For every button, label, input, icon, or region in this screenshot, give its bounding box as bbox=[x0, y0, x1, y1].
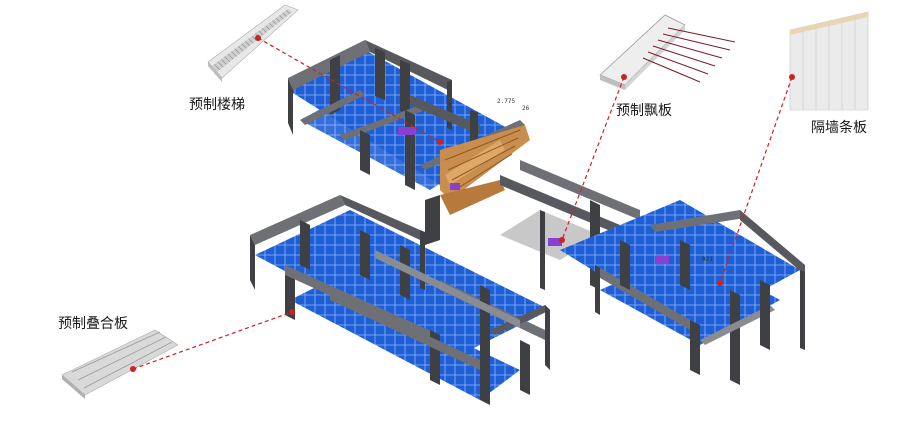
callout-dot bbox=[717, 280, 723, 286]
label-precast-stair: 预制楼梯 bbox=[189, 97, 245, 113]
level-annotation: 26 bbox=[522, 105, 530, 112]
callout-dot bbox=[437, 139, 443, 145]
leader-line-composite-slab bbox=[132, 311, 293, 370]
precast-stair-thumbnail bbox=[207, 4, 299, 82]
callout-dot bbox=[255, 35, 261, 41]
label-composite-slab: 预制叠合板 bbox=[58, 316, 128, 332]
partition-panel-thumbnail bbox=[789, 11, 869, 111]
stair-core bbox=[425, 125, 530, 245]
wall bbox=[288, 40, 370, 90]
level-annotation: 021 bbox=[702, 256, 713, 263]
label-partition-panel: 隔墙条板 bbox=[811, 120, 867, 136]
lower-left-wing bbox=[250, 195, 550, 405]
callout-dot bbox=[289, 309, 295, 315]
bay-window-slab-thumbnail bbox=[599, 14, 736, 90]
composite-slab-thumbnail bbox=[61, 329, 179, 399]
leader-line-bay-window bbox=[561, 76, 625, 241]
wall bbox=[288, 78, 293, 135]
right-wing bbox=[560, 200, 805, 385]
leader-line-partition bbox=[719, 76, 793, 284]
level-annotation: 2.775 bbox=[497, 98, 516, 105]
callout-dot bbox=[130, 366, 136, 372]
label-bay-window-slab: 预制飘板 bbox=[616, 103, 672, 119]
callout-dot bbox=[559, 237, 565, 243]
callout-dot bbox=[789, 74, 795, 80]
callout-dot bbox=[621, 74, 627, 80]
